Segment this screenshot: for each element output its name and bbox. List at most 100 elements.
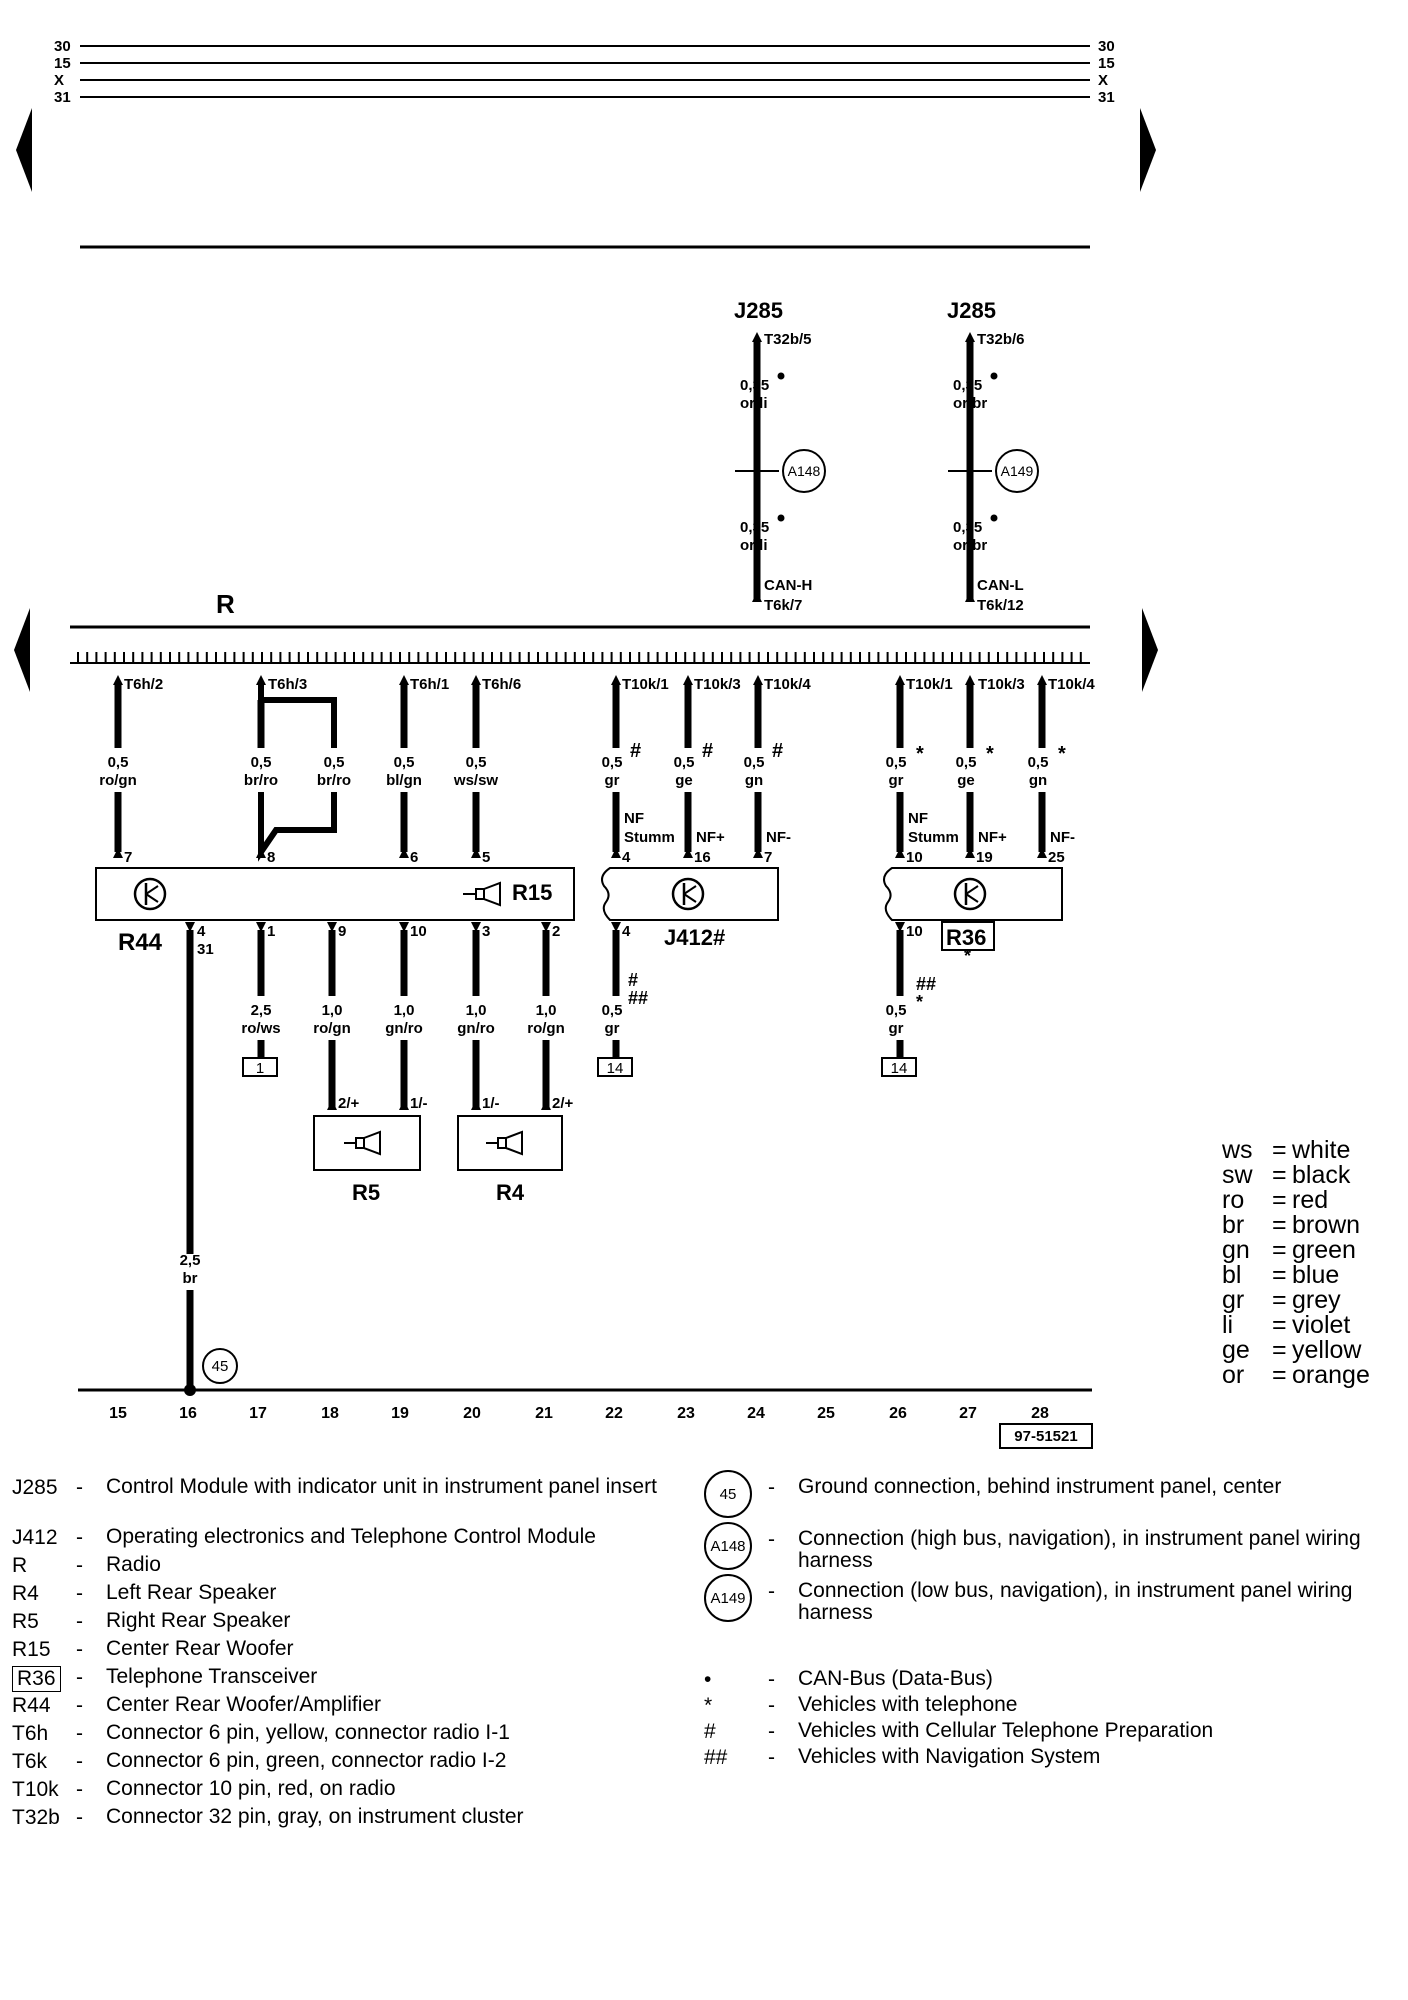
component-code: J412 bbox=[12, 1526, 58, 1549]
wire-7-mark: # bbox=[702, 740, 713, 762]
pin-t6h1: T6h/1 bbox=[410, 676, 449, 693]
rail-label-31-left: 31 bbox=[54, 89, 71, 106]
color-code: sw bbox=[1222, 1161, 1253, 1189]
r36-pin-25: 25 bbox=[1048, 849, 1065, 866]
component-code: J285 bbox=[12, 1476, 58, 1499]
r44-pin-3: 3 bbox=[482, 923, 490, 940]
key-dash: - bbox=[76, 1554, 83, 1577]
radio-label: R bbox=[216, 589, 235, 619]
wire-9-color: gr bbox=[889, 772, 904, 789]
wire-l8-color: gr bbox=[889, 1020, 904, 1037]
color-eq: = bbox=[1272, 1136, 1287, 1164]
color-eq: = bbox=[1272, 1286, 1287, 1314]
color-eq: = bbox=[1272, 1261, 1287, 1289]
wire-11-size: 0,5 bbox=[1028, 754, 1049, 771]
wire-3-size: 0,5 bbox=[324, 754, 345, 771]
color-legend-row: li=violet bbox=[1222, 1313, 1370, 1338]
mark-code: * bbox=[704, 1694, 713, 1717]
can-l-signal: CAN-L bbox=[977, 577, 1024, 594]
component-code: R5 bbox=[12, 1610, 39, 1633]
scale-label: 25 bbox=[817, 1405, 835, 1422]
j412-pin-16: 16 bbox=[694, 849, 711, 866]
rail-label-15-right: 15 bbox=[1098, 55, 1115, 72]
scale-label: 15 bbox=[109, 1405, 127, 1422]
r36-label-box bbox=[941, 921, 995, 951]
r5-pin-minus: 1/- bbox=[410, 1095, 428, 1112]
prev-page-arrow-top[interactable] bbox=[16, 108, 32, 192]
component-key: J285-Control Module with indicator unit … bbox=[12, 1476, 692, 1836]
wire-5-color: ws/sw bbox=[453, 772, 499, 789]
upper-wires bbox=[114, 683, 1046, 862]
color-legend-row: bl=blue bbox=[1222, 1263, 1370, 1288]
r4-label: R4 bbox=[496, 1180, 525, 1205]
wire-10-size: 0,5 bbox=[956, 754, 977, 771]
key-dash: - bbox=[768, 1720, 775, 1743]
r44-pin-5: 5 bbox=[482, 849, 490, 866]
next-page-arrow-mid[interactable] bbox=[1142, 608, 1158, 692]
color-code: br bbox=[1222, 1211, 1245, 1239]
scale-label: 16 bbox=[179, 1405, 197, 1422]
wire-4-color: bl/gn bbox=[386, 772, 422, 789]
color-legend-row: gn=green bbox=[1222, 1238, 1370, 1263]
j285-label-left: J285 bbox=[734, 298, 783, 323]
amplifier-icon-j412 bbox=[671, 877, 705, 911]
component-code: R44 bbox=[12, 1694, 51, 1717]
color-name: orange bbox=[1292, 1361, 1370, 1389]
ground-junction-dot bbox=[184, 1384, 196, 1396]
amplifier-icon-r44 bbox=[133, 877, 167, 911]
wire-3-color: br/ro bbox=[317, 772, 351, 789]
wire-8-color: gn bbox=[745, 772, 763, 789]
color-name: brown bbox=[1292, 1211, 1361, 1239]
wire-l1-size: 2,5 bbox=[180, 1252, 201, 1269]
component-desc: Connector 32 pin, gray, on instrument cl… bbox=[106, 1805, 524, 1828]
r5-pin-plus: 2/+ bbox=[338, 1095, 360, 1112]
symbol-circle-icon: A148 bbox=[704, 1522, 752, 1570]
color-name: blue bbox=[1292, 1261, 1340, 1289]
j285-label-right: J285 bbox=[947, 298, 996, 323]
lower-wires bbox=[186, 930, 904, 1392]
key-dash: - bbox=[76, 1694, 83, 1717]
rail-label-31-right: 31 bbox=[1098, 89, 1115, 106]
can-l-line: J285 T32b/6 0,35 or/br A149 0,35 or/br C… bbox=[947, 298, 1039, 614]
r44-pin-6: 6 bbox=[410, 849, 418, 866]
component-code: R15 bbox=[12, 1638, 51, 1661]
wire-l7-mark-2: ## bbox=[628, 988, 648, 1008]
component-desc: Right Rear Speaker bbox=[106, 1609, 291, 1632]
junction-a148-icon bbox=[782, 449, 826, 493]
r44-pin-1: 1 bbox=[267, 923, 275, 940]
key-dash: - bbox=[76, 1722, 83, 1745]
wire-l7-size: 0,5 bbox=[602, 1002, 623, 1019]
r5-label: R5 bbox=[352, 1180, 380, 1205]
wire-8-mark: # bbox=[772, 740, 783, 762]
wire-11-mark: * bbox=[1058, 743, 1066, 765]
wire-7-size: 0,5 bbox=[674, 754, 695, 771]
ground-45-icon bbox=[202, 1348, 238, 1384]
wire-10-color: ge bbox=[957, 772, 975, 789]
color-eq: = bbox=[1272, 1311, 1287, 1339]
signal-nf-b: NF bbox=[908, 810, 928, 827]
ref-box-14-b bbox=[881, 1057, 917, 1077]
key-dash: - bbox=[76, 1666, 83, 1689]
r44-pin-2: 2 bbox=[552, 923, 560, 940]
ref-box-14-a-label: 14 bbox=[607, 1060, 624, 1077]
component-desc: Center Rear Woofer/Amplifier bbox=[106, 1693, 382, 1716]
amplifier-icon-r36 bbox=[953, 877, 987, 911]
signal-nf-plus-b: NF+ bbox=[978, 829, 1007, 846]
ground-45-label: 45 bbox=[212, 1358, 229, 1375]
color-name: yellow bbox=[1292, 1336, 1362, 1364]
component-desc: Connector 6 pin, yellow, connector radio… bbox=[106, 1721, 510, 1744]
r36-module-box bbox=[883, 867, 1063, 921]
color-name: grey bbox=[1292, 1286, 1341, 1314]
wire-l5-size: 1,0 bbox=[466, 1002, 487, 1019]
key-dash: - bbox=[768, 1668, 775, 1691]
next-page-arrow-top[interactable] bbox=[1140, 108, 1156, 192]
scale-label: 22 bbox=[605, 1405, 623, 1422]
j412-pin-7: 7 bbox=[764, 849, 772, 866]
symbol-circle-icon: 45 bbox=[704, 1470, 752, 1518]
color-eq: = bbox=[1272, 1336, 1287, 1364]
rail-label-30-left: 30 bbox=[54, 38, 71, 55]
component-desc: Radio bbox=[106, 1553, 161, 1576]
prev-page-arrow-mid[interactable] bbox=[14, 608, 30, 692]
key-dash: - bbox=[76, 1582, 83, 1605]
wire-l2-size: 2,5 bbox=[251, 1002, 272, 1019]
